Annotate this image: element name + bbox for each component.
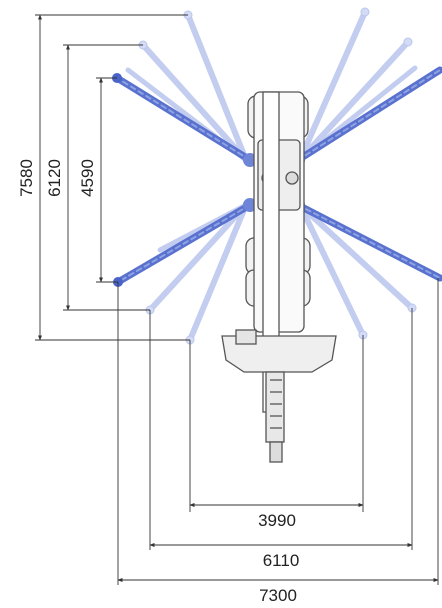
dim-label-6120: 6120 xyxy=(45,159,64,197)
dimension-lines xyxy=(35,14,439,585)
dim-label-7300: 7300 xyxy=(259,586,297,605)
dim-label-6110: 6110 xyxy=(263,551,300,570)
dimension-labels: 7580 6120 4590 3990 6110 7300 xyxy=(17,159,299,605)
dim-label-3990: 3990 xyxy=(258,511,296,530)
dim-label-7580: 7580 xyxy=(17,159,36,197)
dim-label-4590: 4590 xyxy=(78,159,97,197)
machine-body xyxy=(221,91,337,463)
